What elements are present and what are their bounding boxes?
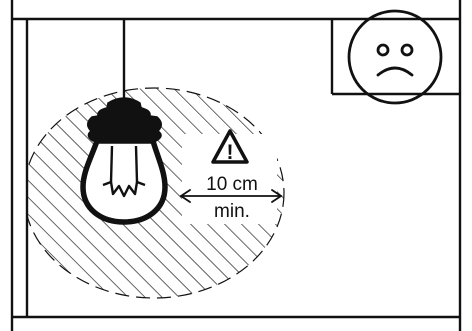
sad-face-panel xyxy=(332,11,460,103)
light-bulb-icon xyxy=(83,98,165,222)
distance-value-label: 10 cm xyxy=(206,174,258,195)
warning-symbol: ! xyxy=(227,141,234,164)
sad-face-icon xyxy=(349,11,441,103)
distance-qualifier-label: min. xyxy=(214,201,250,222)
